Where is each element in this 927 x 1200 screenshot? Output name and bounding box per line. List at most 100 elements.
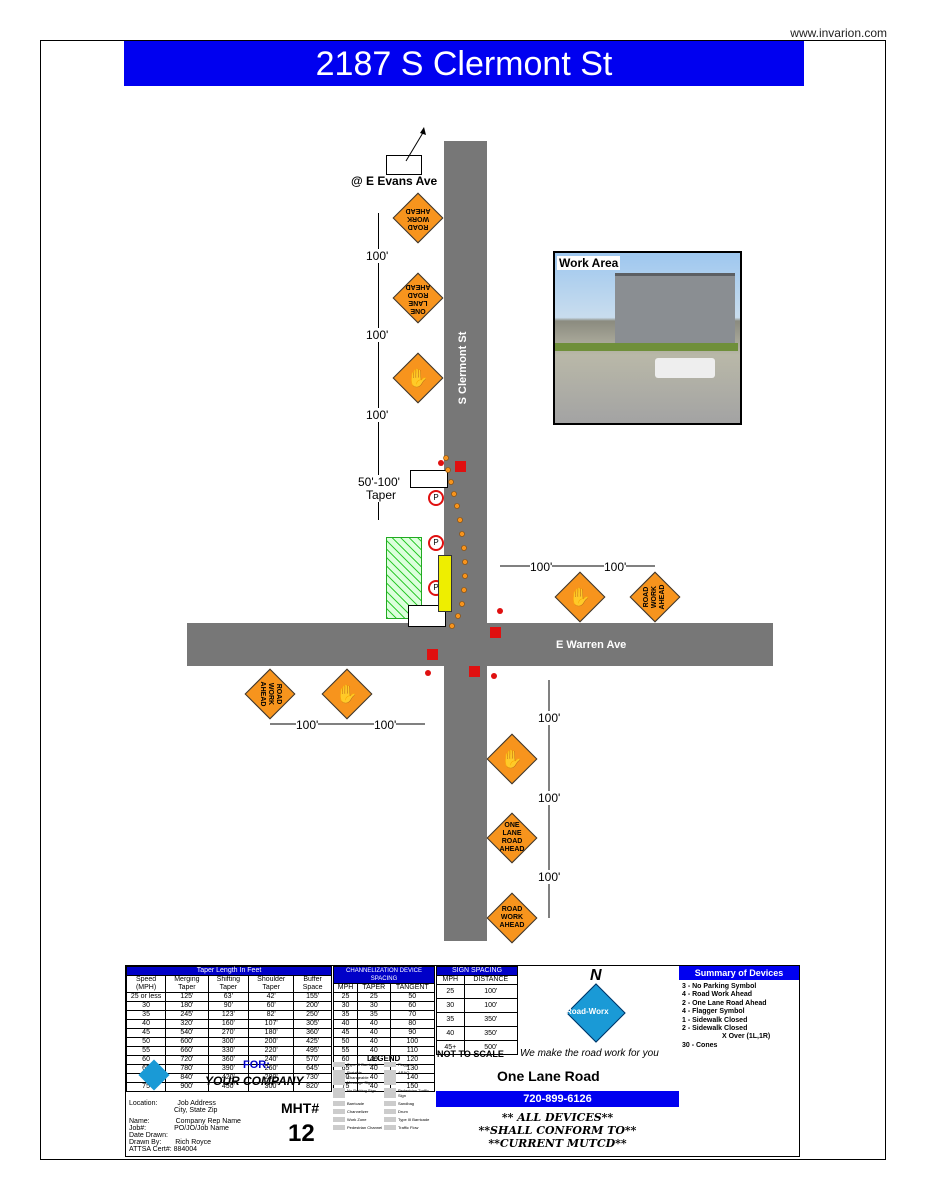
table-cell: 90 [389,1028,436,1038]
table-cell: 60' [248,1001,295,1011]
road-e-warren [187,623,773,666]
summary-title: Summary of Devices [679,966,799,980]
table-cell: 40 [125,1019,167,1029]
dim-south-2: 100' [538,791,561,805]
north-arrow-line [405,127,426,162]
table-cell: 75 [332,1082,359,1092]
table-cell: 35 [125,1010,167,1020]
table-cell: 25 or less [125,992,167,1002]
cone [451,491,457,497]
summary-item: 4 - Road Work Ahead [682,991,753,999]
legend-item: Type III Barricade [384,1117,435,1122]
legend-item: No Parking Sign [333,1088,384,1098]
summary-item: X Over (1L,1R) [722,1033,771,1041]
table-cell: 35 [357,1010,391,1020]
table-cell: 100 [389,1037,436,1047]
table-cell: 25 [332,992,359,1002]
summary-item: 1 - Sidewalk Closed [682,1016,748,1024]
plan-name: One Lane Road [497,1068,600,1084]
table-cell: 40 [357,1028,391,1038]
table-cell: 360' [293,1028,332,1038]
table-cell: 300' [248,1082,295,1092]
table-cell: 55 [125,1046,167,1056]
table-cell: 425' [293,1037,332,1047]
table-cell: 40 [357,1019,391,1029]
cone [462,559,468,565]
taper-table: Taper Length In Feet Speed (MPH)Merging … [125,966,332,1092]
taper-table-title: Taper Length In Feet [126,966,332,976]
table-cell: 570' [293,1055,332,1065]
table-cell: 90' [207,1001,250,1011]
legend-item: Sandbag [384,1101,435,1106]
table-cell: 30 [332,1001,359,1011]
table-cell: 220' [248,1046,295,1056]
legend-item: Flagger [384,1062,435,1067]
cone [457,517,463,523]
cone [454,503,460,509]
table-cell: 35 [436,1012,465,1027]
table-cell: 25 [357,992,391,1002]
conform-line-3: **CURRENT MUTCD** [488,1137,627,1150]
dim-east-2: 100' [604,560,627,574]
channel-header: TANGENT [389,983,436,993]
sign-flagger-north: ✋ [392,352,444,404]
taper-header: Speed (MPH) [125,975,167,993]
cone [459,531,465,537]
taper-header: Shifting Taper [207,975,250,993]
table-cell: 50 [125,1037,167,1047]
table-cell: 125' [165,992,209,1002]
dim-east-1: 100' [530,560,553,574]
taper-header: Shoulder Taper [248,975,295,993]
table-cell: 42' [248,992,295,1002]
dim-line-north [378,213,379,520]
sign-road-work-ahead-west: ROAD WORK AHEAD [244,668,296,720]
table-cell: 50 [332,1037,359,1047]
cone [461,587,467,593]
photo-truck [655,358,715,378]
taper-header: Buffer Space [293,975,332,993]
table-cell: 55 [332,1046,359,1056]
legend-item: Drum [384,1109,435,1114]
table-cell: 160' [207,1019,250,1029]
cone [445,467,451,473]
sign-one-lane-road-south: ONE LANE ROAD AHEAD [486,812,538,864]
info-block: Location: Job Address City, State Zip Na… [129,1100,241,1153]
site-url[interactable]: www.invarion.com [790,26,887,40]
table-cell: 40 [436,1026,465,1041]
table-cell: 63' [207,992,250,1002]
dim-north-3: 100' [366,408,389,422]
legend-title: LEGEND [367,1054,401,1063]
cone [455,613,461,619]
north-label: N [590,967,602,984]
table-cell: 305' [293,1019,332,1029]
road-s-clermont [444,141,487,941]
title-block [125,965,800,1157]
cone [443,455,449,461]
table-cell: 35 [332,1010,359,1020]
mht-label: MHT# [281,1100,320,1116]
atssa-value: 884004 [173,1146,197,1153]
cone [461,545,467,551]
channel-table-title: CHANNELIZATION DEVICE SPACING [333,966,435,984]
for-label: FOR: [243,1059,270,1071]
table-cell: 25 [436,984,465,999]
table-cell: 50 [389,992,436,1002]
label-e-evans: @ E Evans Ave [351,174,438,188]
table-cell: 60 [125,1055,167,1065]
table-cell: 45 [332,1028,359,1038]
table-cell: 350' [463,1026,519,1041]
table-cell: 30 [125,1001,167,1011]
drawn-value: Rich Royce [175,1139,212,1146]
mht-value: 12 [288,1120,315,1147]
